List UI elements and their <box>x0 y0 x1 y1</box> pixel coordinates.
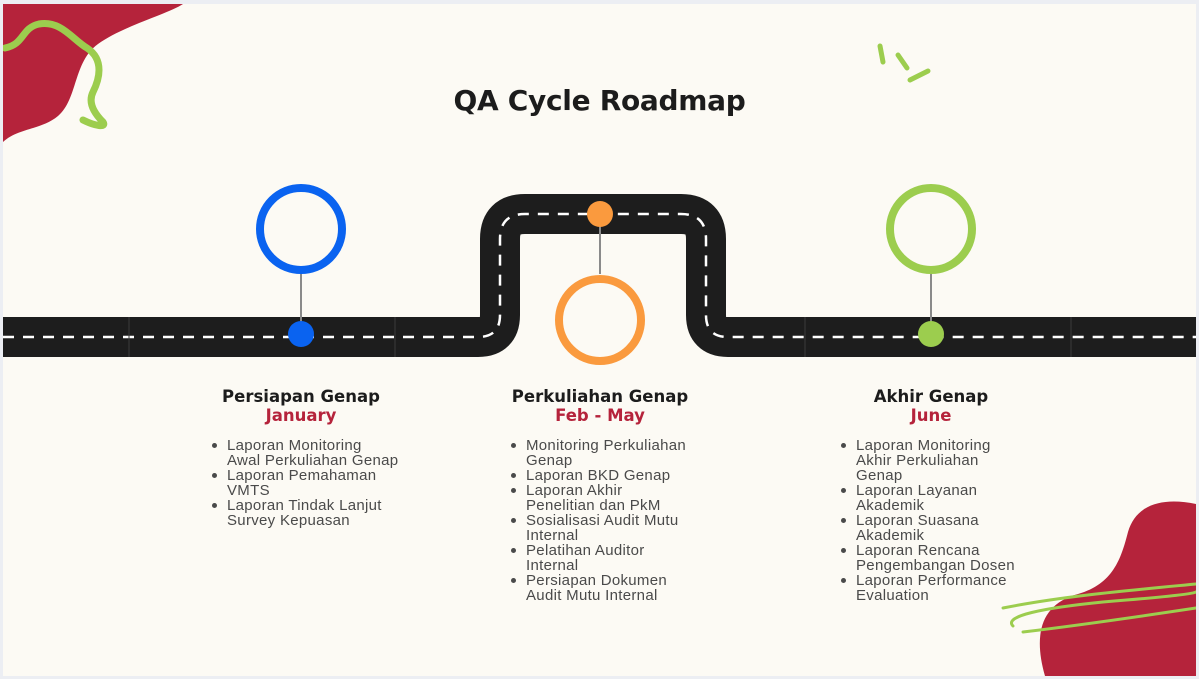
stage-markers <box>256 184 976 365</box>
stage-2-dot-icon <box>587 201 613 227</box>
stage-name: Akhir Genap <box>873 387 989 406</box>
stage-marker-2 <box>555 201 645 365</box>
road-segment-seams <box>128 317 1072 357</box>
stage-marker-1 <box>256 184 346 347</box>
top-left-squiggle <box>3 20 108 130</box>
stage-2-ring-icon <box>555 275 645 365</box>
stage-3-ring-icon <box>886 184 976 274</box>
stage-perkuliahan: Perkuliahan Genap Feb - May Monitoring P… <box>470 387 730 603</box>
sparkle-lines <box>877 43 931 83</box>
stage-period: Feb - May <box>555 406 645 425</box>
task-item: Laporan BKD Genap <box>510 468 730 483</box>
stage-name: Perkuliahan Genap <box>511 387 689 406</box>
stage-1-ring-icon <box>256 184 346 274</box>
page-title: QA Cycle Roadmap <box>453 84 746 117</box>
stage-name: Persiapan Genap <box>222 387 380 406</box>
slide: QA Cycle Roadmap Persiapan Genap January… <box>3 4 1196 676</box>
stage-persiapan: Persiapan Genap January Laporan Monitori… <box>171 387 431 528</box>
top-left-blob <box>3 4 183 142</box>
stage-period: June <box>910 406 952 425</box>
bottom-right-scribble <box>1001 582 1196 634</box>
stage-marker-3 <box>886 184 976 347</box>
decorations <box>3 4 1196 676</box>
stage-1-dot-icon <box>288 321 314 347</box>
bottom-right-blob <box>1039 501 1196 676</box>
stage-period: January <box>265 406 337 425</box>
stage-3-dot-icon <box>918 321 944 347</box>
